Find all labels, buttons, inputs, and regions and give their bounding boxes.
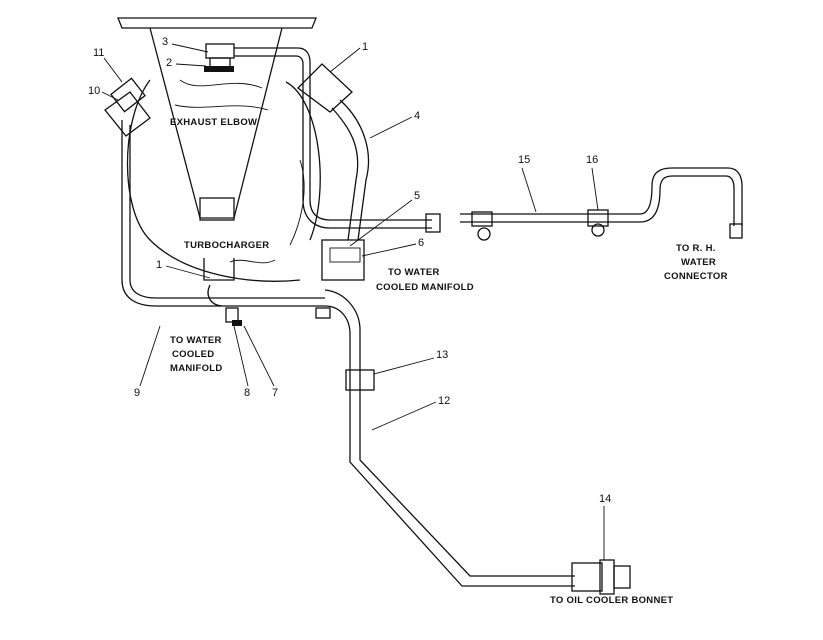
label-manifold-left-line1: TO WATER bbox=[170, 335, 222, 346]
label-manifold-left-line2: COOLED bbox=[172, 349, 214, 360]
left-water-line bbox=[104, 77, 325, 307]
label-rh-connector-line1: TO R. H. bbox=[676, 243, 716, 254]
right-fitting-line bbox=[297, 63, 370, 241]
callout-1-turbo: 1 bbox=[156, 259, 162, 271]
oil-cooler-line bbox=[324, 289, 631, 595]
turbocharger bbox=[126, 79, 321, 282]
label-oil-cooler-bonnet: TO OIL COOLER BONNET bbox=[550, 595, 673, 606]
callout-14: 14 bbox=[599, 493, 611, 505]
label-exhaust-elbow: EXHAUST ELBOW bbox=[170, 117, 257, 128]
callout-16: 16 bbox=[586, 154, 598, 166]
callout-13: 13 bbox=[436, 349, 448, 361]
callout-1-top: 1 bbox=[362, 41, 368, 53]
callout-5: 5 bbox=[414, 190, 420, 202]
callout-15: 15 bbox=[518, 154, 530, 166]
callout-12: 12 bbox=[438, 395, 450, 407]
label-rh-connector-line2: WATER bbox=[681, 257, 716, 268]
label-manifold-right-line2: COOLED MANIFOLD bbox=[376, 282, 474, 293]
callout-8: 8 bbox=[244, 387, 250, 399]
lower-fittings bbox=[207, 284, 331, 326]
callout-3: 3 bbox=[162, 36, 168, 48]
callout-11: 11 bbox=[93, 47, 104, 59]
label-manifold-right-line1: TO WATER bbox=[388, 267, 440, 278]
callout-4: 4 bbox=[414, 110, 420, 122]
callout-6: 6 bbox=[418, 237, 424, 249]
callout-7: 7 bbox=[272, 387, 278, 399]
label-rh-connector-line3: CONNECTOR bbox=[664, 271, 728, 282]
callout-2: 2 bbox=[166, 57, 172, 69]
exhaust-elbow bbox=[117, 17, 317, 221]
callout-9: 9 bbox=[134, 387, 140, 399]
rh-water-line bbox=[460, 167, 743, 241]
callout-10: 10 bbox=[88, 85, 100, 97]
label-manifold-left-line3: MANIFOLD bbox=[170, 363, 223, 374]
upper-water-line bbox=[204, 43, 441, 233]
label-turbocharger: TURBOCHARGER bbox=[184, 240, 269, 251]
block-fitting bbox=[321, 239, 365, 281]
